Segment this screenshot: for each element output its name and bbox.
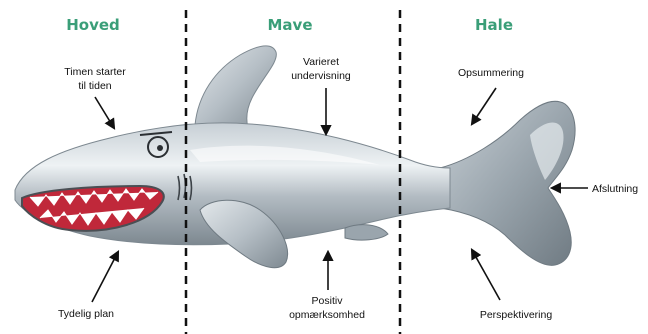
section-title-head: Hoved — [66, 16, 120, 34]
label-timen-line2: til tiden — [78, 80, 111, 92]
arrow-tydelig-plan — [92, 252, 118, 302]
label-perspektivering: Perspektivering — [480, 309, 553, 321]
label-timen-line1: Timen starter — [64, 66, 126, 78]
label-varieret-line1: Varieret — [303, 56, 339, 68]
label-afslutning: Afslutning — [592, 183, 638, 195]
label-tydelig-plan: Tydelig plan — [58, 308, 114, 320]
arrow-perspektivering — [472, 250, 500, 300]
arrow-timen — [95, 97, 114, 128]
label-opsummering: Opsummering — [458, 67, 524, 79]
dorsal-fin — [195, 46, 276, 128]
section-title-tail: Hale — [475, 16, 513, 34]
label-varieret-line2: undervisning — [291, 70, 351, 82]
arrow-opsummering — [472, 88, 496, 124]
label-positiv-line2: opmærksomhed — [289, 309, 365, 321]
label-positiv-line1: Positiv — [312, 295, 344, 307]
section-title-belly: Mave — [268, 16, 313, 34]
